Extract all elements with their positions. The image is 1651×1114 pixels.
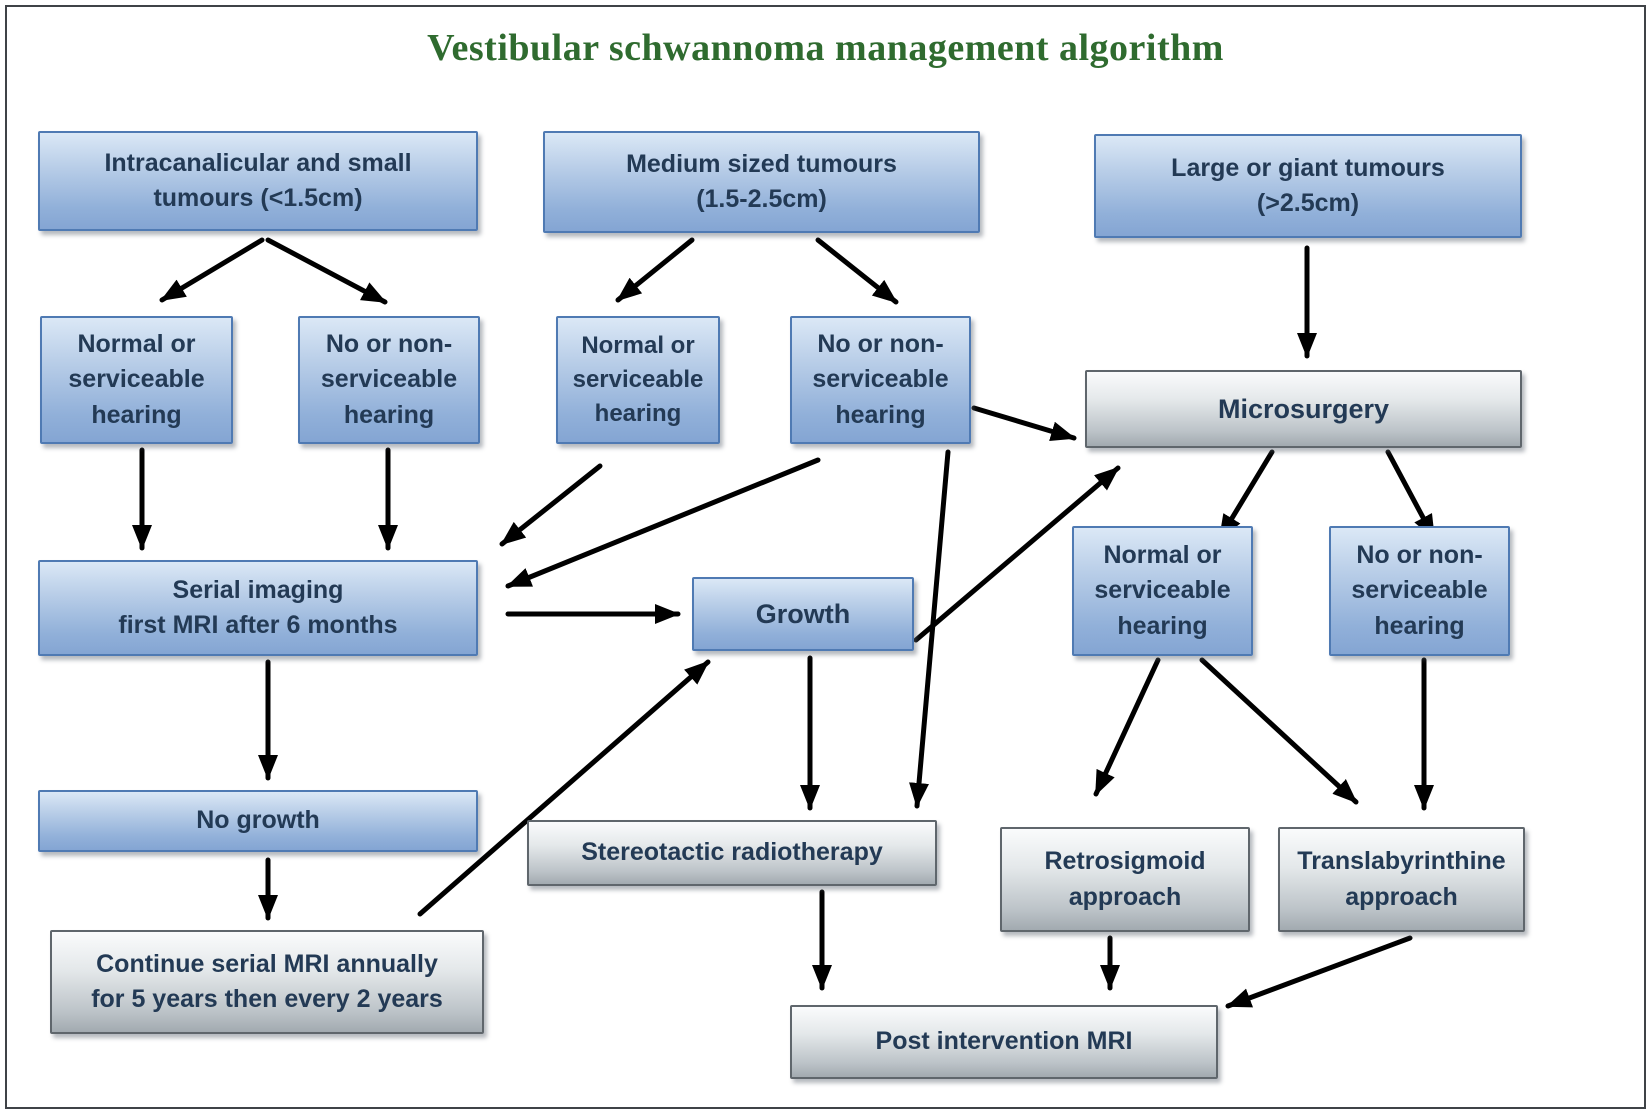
node-retrosigmoid: Retrosigmoid approach bbox=[1000, 827, 1250, 932]
node-small-tumours: Intracanalicular and small tumours (<1.5… bbox=[38, 131, 478, 231]
node-normal-hearing-small: Normal or serviceable hearing bbox=[40, 316, 233, 444]
node-normal-hearing-post: Normal or serviceable hearing bbox=[1072, 526, 1253, 656]
node-translabyrinthine: Translabyrinthine approach bbox=[1278, 827, 1525, 932]
node-large-tumours: Large or giant tumours (>2.5cm) bbox=[1094, 134, 1522, 238]
edge-continue-to-growth bbox=[417, 659, 711, 917]
node-no-hearing-post: No or non- serviceable hearing bbox=[1329, 526, 1510, 656]
node-no-hearing-medium: No or non- serviceable hearing bbox=[790, 316, 971, 444]
edge-microsurgery-to-no-hearing-post bbox=[1385, 449, 1437, 541]
edge-growth-to-microsurgery bbox=[913, 465, 1121, 643]
node-post-mri: Post intervention MRI bbox=[790, 1005, 1218, 1079]
edge-medium-to-normal-hearing bbox=[615, 237, 695, 303]
node-normal-hearing-medium: Normal or serviceable hearing bbox=[556, 316, 720, 444]
node-serial-imaging: Serial imaging first MRI after 6 months bbox=[38, 560, 478, 656]
node-medium-tumours: Medium sized tumours (1.5-2.5cm) bbox=[543, 131, 980, 233]
node-stereotactic: Stereotactic radiotherapy bbox=[527, 820, 937, 886]
node-continue-mri: Continue serial MRI annually for 5 years… bbox=[50, 930, 484, 1034]
figure-title: Vestibular schwannoma management algorit… bbox=[427, 27, 1224, 69]
edge-small-to-normal-hearing bbox=[159, 237, 265, 303]
edge-no-hearing-medium-to-serial bbox=[505, 457, 821, 589]
edge-microsurgery-to-normal-hearing-post bbox=[1217, 449, 1275, 541]
edge-no-hearing-medium-to-microsurgery bbox=[971, 405, 1077, 441]
edge-normal-hearing-post-to-translabyrinthine bbox=[1199, 657, 1359, 805]
node-no-growth: No growth bbox=[38, 790, 478, 852]
node-microsurgery: Microsurgery bbox=[1085, 370, 1522, 448]
edge-normal-hearing-medium-to-serial bbox=[499, 463, 603, 547]
edge-medium-to-no-hearing bbox=[815, 237, 899, 305]
node-growth: Growth bbox=[692, 577, 914, 651]
edge-small-to-no-hearing bbox=[265, 237, 388, 305]
edge-translabyrinthine-to-post-mri bbox=[1225, 935, 1413, 1009]
edge-normal-hearing-post-to-retrosigmoid bbox=[1093, 657, 1161, 797]
node-no-hearing-small: No or non- serviceable hearing bbox=[298, 316, 480, 444]
